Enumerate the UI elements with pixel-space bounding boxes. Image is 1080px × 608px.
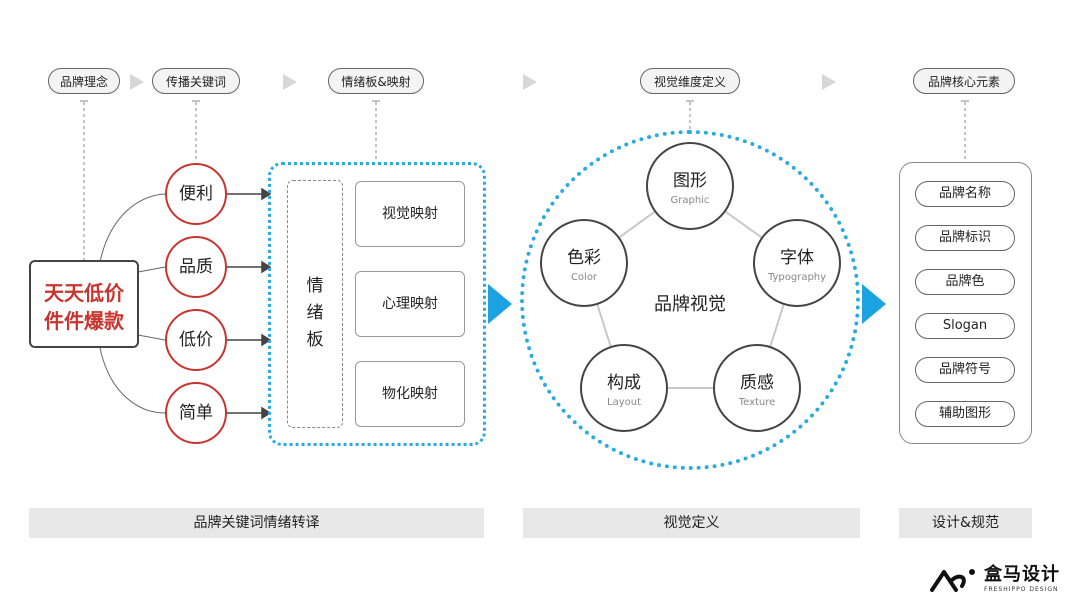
node-typography-subtitle: Typography (767, 272, 827, 283)
footer-visual-definition: 视觉定义 (523, 508, 860, 538)
visual-definition-circle (520, 130, 860, 470)
keyword-low-price: 低价 (165, 309, 227, 371)
brand-slogan-box: 天天低价 件件爆款 (29, 260, 139, 348)
step-core-elements: 品牌核心元素 (913, 68, 1015, 94)
node-color-subtitle: Color (570, 272, 598, 283)
moodboard-char: 板 (306, 330, 324, 350)
step-arrow-icon (130, 74, 144, 90)
node-typography-title: 字体 (780, 248, 814, 268)
moodboard-label-box: 情 绪 板 (287, 180, 343, 428)
footer-design-spec: 设计&规范 (899, 508, 1032, 538)
step-arrow-icon (283, 74, 297, 90)
moodboard-panel (268, 162, 486, 446)
core-brand-logo: 品牌标识 (915, 225, 1015, 251)
flow-arrow-icon (488, 284, 512, 324)
core-brand-symbol: 品牌符号 (915, 357, 1015, 383)
step-moodboard: 情绪板&映射 (328, 68, 424, 94)
step-arrow-icon (523, 74, 537, 90)
step-arrow-icon (822, 74, 836, 90)
keyword-simple: 简单 (165, 382, 227, 444)
logo-name: 盒马设计 (984, 564, 1060, 585)
step-brand-concept: 品牌理念 (48, 68, 120, 94)
node-layout-subtitle: Layout (607, 397, 641, 408)
core-slogan: Slogan (915, 313, 1015, 339)
step-keywords: 传播关键词 (152, 68, 240, 94)
node-texture-title: 质感 (740, 373, 774, 393)
visual-center-label: 品牌视觉 (654, 294, 726, 315)
slogan-line-2: 件件爆款 (44, 309, 124, 333)
core-brand-name: 品牌名称 (915, 181, 1015, 207)
keyword-quality: 品质 (165, 236, 227, 298)
node-color: 色彩 Color (540, 219, 628, 307)
node-texture: 质感 Texture (713, 344, 801, 432)
core-elements-panel (899, 162, 1032, 444)
slogan-line-1: 天天低价 (44, 281, 124, 305)
moodboard-char: 绪 (306, 303, 324, 323)
node-color-title: 色彩 (567, 248, 601, 268)
node-texture-subtitle: Texture (738, 397, 776, 408)
psychological-mapping: 心理映射 (355, 271, 465, 337)
node-layout: 构成 Layout (580, 344, 668, 432)
freshippo-design-logo: 盒马设计 FRESHIPPO DESIGN (928, 564, 1068, 598)
node-layout-title: 构成 (607, 373, 641, 393)
step-visual-definition: 视觉维度定义 (640, 68, 740, 94)
node-graphic-subtitle: Graphic (670, 195, 710, 206)
visual-mapping: 视觉映射 (355, 181, 465, 247)
logo-subtitle: FRESHIPPO DESIGN (984, 586, 1059, 593)
moodboard-char: 情 (306, 276, 324, 296)
keyword-convenient: 便利 (165, 163, 227, 225)
material-mapping: 物化映射 (355, 361, 465, 427)
core-auxiliary-graphics: 辅助图形 (915, 401, 1015, 427)
node-graphic: 图形 Graphic (646, 142, 734, 230)
flow-arrow-icon (862, 284, 886, 324)
node-graphic-title: 图形 (673, 171, 707, 191)
footer-keyword-translation: 品牌关键词情绪转译 (29, 508, 484, 538)
logo-mark-icon (930, 569, 975, 592)
core-brand-color: 品牌色 (915, 269, 1015, 295)
node-typography: 字体 Typography (753, 219, 841, 307)
